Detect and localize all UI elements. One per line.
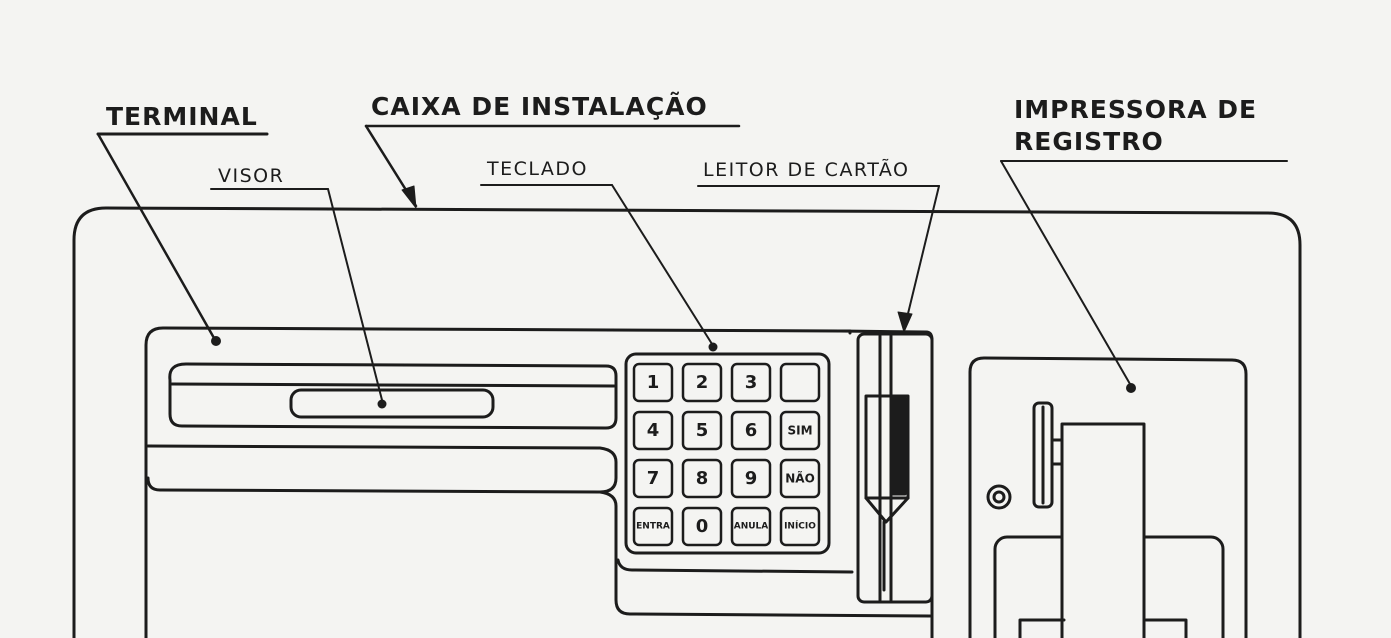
label-caixa-de-instalacao: CAIXA DE INSTALAÇÃO [371, 92, 708, 121]
keypad-key-label: 9 [745, 468, 758, 489]
printer-knob-inner [992, 490, 1006, 504]
terminal-leader [96, 132, 216, 340]
keypad-key [730, 458, 772, 499]
keypad-key-label: 5 [696, 420, 709, 441]
label-teclado: TECLADO [487, 158, 588, 180]
impressora-leader-dot [1126, 383, 1136, 393]
keypad-key [779, 410, 821, 451]
keypad-key-label: 4 [647, 420, 660, 441]
keypad-key-label: 7 [647, 468, 660, 489]
display-housing [168, 362, 618, 430]
keypad-key-label: ANULA [734, 522, 769, 532]
keypad-key [681, 458, 723, 499]
keypad-key-label: 2 [696, 372, 709, 393]
display-ledge [146, 444, 618, 494]
caixa-leader-arrow [401, 185, 417, 209]
leitor-leader-arrow [897, 311, 913, 333]
printer-knob-outer [986, 484, 1012, 510]
keypad-key [681, 362, 723, 403]
label-impressora-line2: REGISTRO [1014, 127, 1164, 156]
card-reader-housing [856, 332, 934, 604]
keypad-key-label: INÍCIO [784, 520, 816, 532]
keypad-key [632, 506, 674, 547]
card-reader-slot [864, 394, 910, 500]
display-housing-divider [170, 382, 616, 388]
keypad-key [730, 506, 772, 547]
keypad-frame [624, 352, 831, 555]
keypad-key [779, 458, 821, 499]
label-terminal: TERMINAL [106, 102, 258, 131]
keypad-key-label: 1 [647, 372, 660, 393]
label-visor: VISOR [218, 165, 285, 187]
installation-box-outline [72, 206, 1302, 638]
label-impressora-line1: IMPRESSORA DE [1014, 95, 1258, 124]
keypad-key [632, 362, 674, 403]
display-window [289, 388, 495, 419]
printer-paper-guide [1060, 422, 1146, 638]
leitor-leader [904, 185, 940, 327]
keypad-key-label: NÃO [785, 471, 815, 486]
terminal-leader-dot [211, 336, 221, 346]
card-reader-slot-inner [891, 396, 907, 496]
printer-housing [968, 356, 1248, 638]
keypad-key [779, 506, 821, 547]
impressora-leader [1000, 160, 1131, 385]
terminal-body-outline [144, 326, 852, 638]
keypad-key [730, 410, 772, 451]
keypad-key [681, 506, 723, 547]
keypad-keys: 1 2 3 4 5 6 SIM 7 8 9 NÃO ENTRA 0 ANULA INÍCIO [632, 362, 821, 547]
label-impressora: IMPRESSORA DE REGISTRO [1014, 94, 1257, 158]
keypad-key [632, 410, 674, 451]
keypad-key-label: SIM [787, 424, 812, 438]
keypad-key-label: 3 [745, 372, 758, 393]
visor-leader-dot [377, 399, 387, 409]
keypad-key-label: 6 [745, 420, 758, 441]
display-ledge-step [598, 490, 932, 618]
keypad-base [616, 558, 854, 574]
keypad-key [779, 362, 821, 403]
card-reader-guide [864, 496, 910, 524]
keypad-key-label: 8 [696, 468, 709, 489]
keypad-key-label: ENTRA [636, 522, 670, 532]
teclado-leader-dot [708, 342, 718, 352]
printer-roller-axle [1050, 438, 1064, 466]
printer-bottom-bracket [1018, 618, 1188, 638]
terminal-top-edge [838, 329, 934, 638]
keypad-key [730, 362, 772, 403]
visor-leader [327, 188, 383, 401]
label-leitor-de-cartao: LEITOR DE CARTÃO [703, 159, 910, 181]
keypad-key [632, 458, 674, 499]
teclado-leader [611, 184, 713, 345]
keypad-key [681, 410, 723, 451]
keypad-key-label: 0 [696, 516, 709, 537]
